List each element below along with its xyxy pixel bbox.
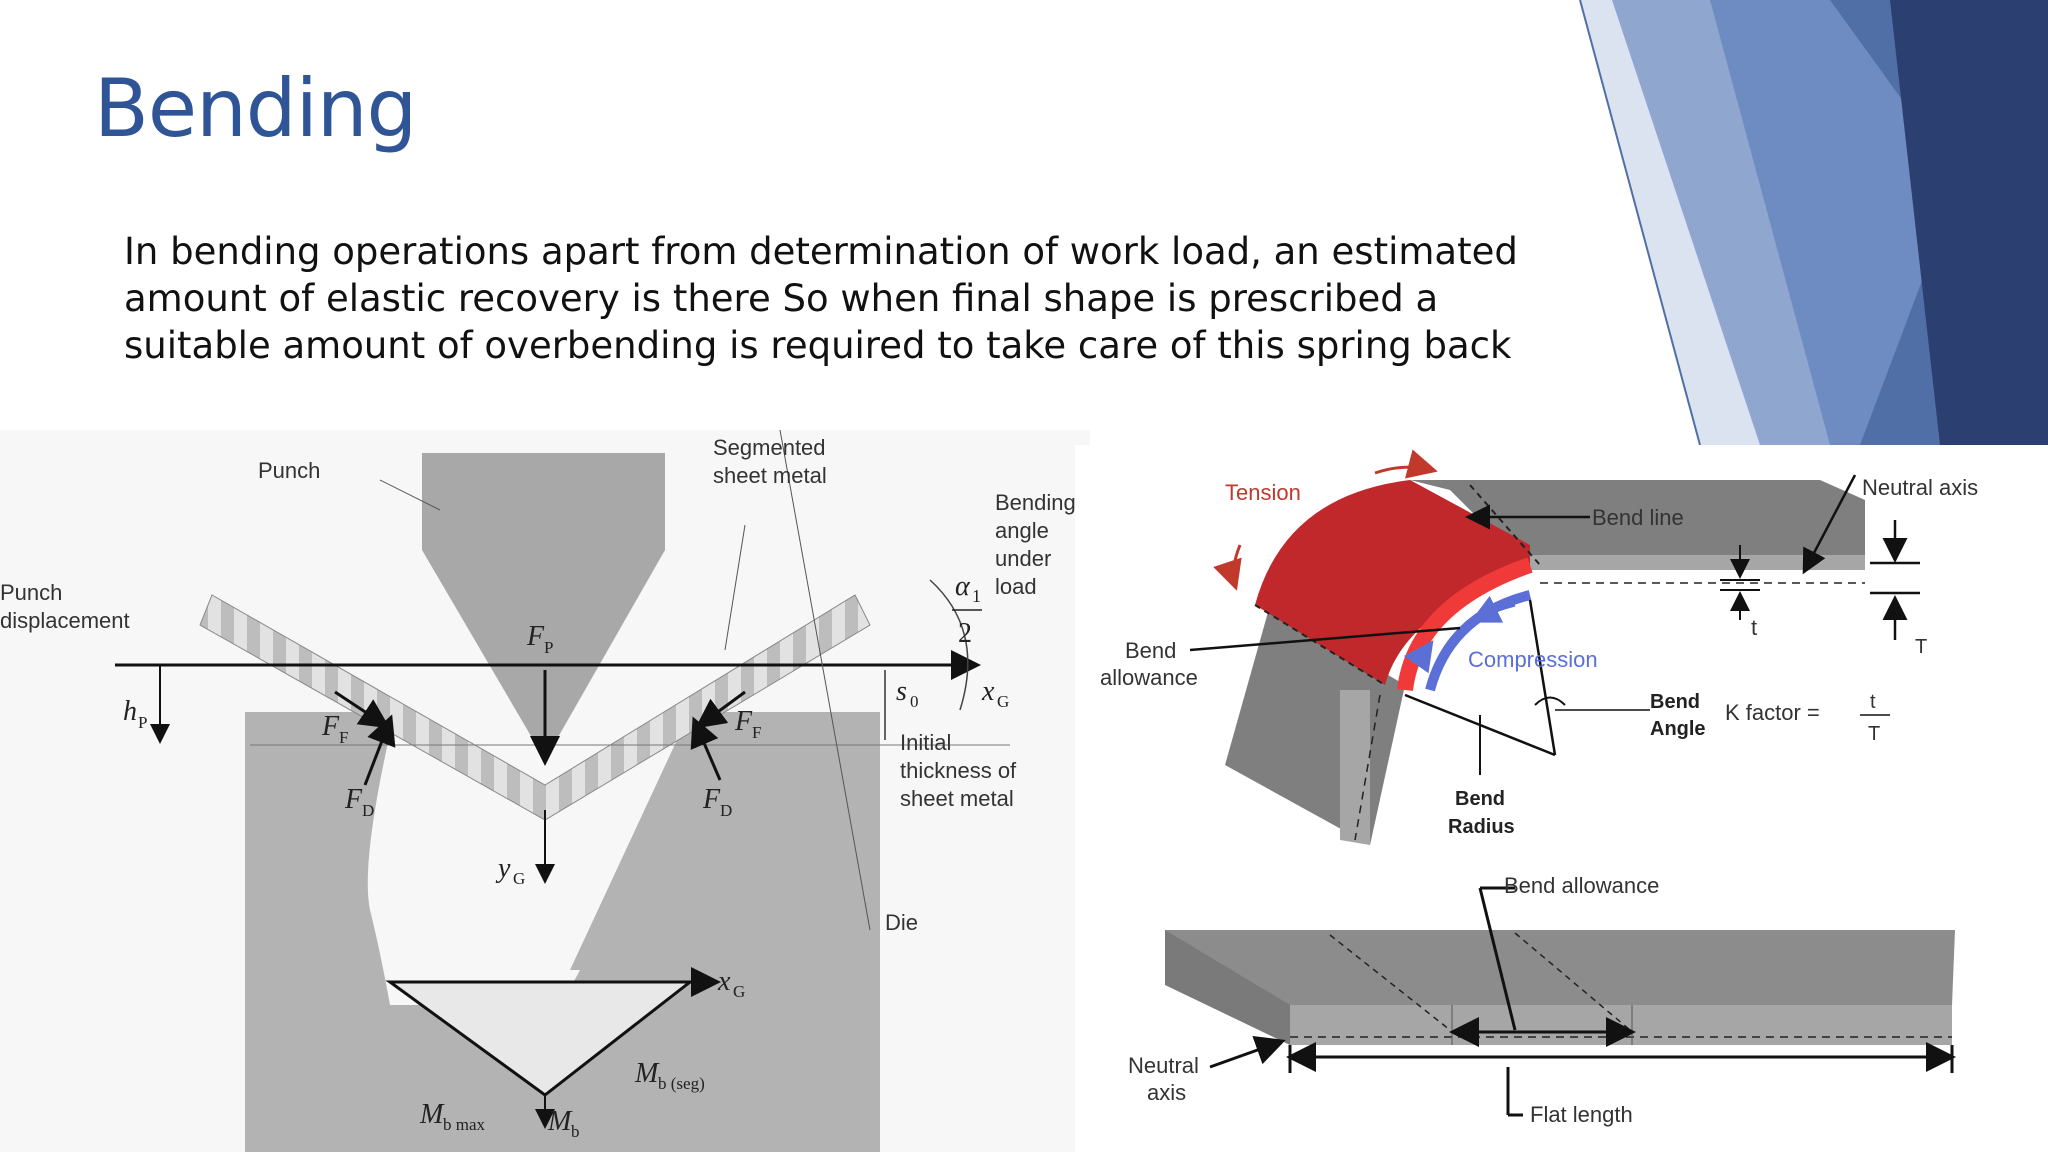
label-hp: h	[123, 696, 137, 727]
label-fd-right-sub: D	[720, 801, 732, 820]
label-bending-angle-1: Bending	[995, 490, 1076, 515]
label-bend-allowance-2: allowance	[1100, 665, 1198, 690]
label-mbseg-sub: b (seg)	[658, 1074, 705, 1093]
label-fd-left: F	[344, 784, 363, 815]
label-s0-sub: 0	[910, 692, 919, 711]
label-alpha-sub: 1	[972, 586, 981, 606]
label-ff-right: F	[734, 706, 753, 737]
label-bend-angle-2: Angle	[1650, 718, 1706, 740]
label-tension: Tension	[1225, 480, 1301, 505]
label-ff-left: F	[321, 711, 340, 742]
label-yg: y	[495, 853, 511, 884]
label-mb-sub: b	[571, 1122, 580, 1141]
bend-allowance-diagram: Tension Bend line Neutral axis t T Bend …	[1075, 445, 2048, 1152]
label-ff-right-sub: F	[752, 723, 761, 742]
label-bend-allowance-1: Bend	[1125, 638, 1176, 663]
label-neutral-2: axis	[1147, 1080, 1186, 1105]
label-fp: F	[526, 621, 545, 652]
label-segmented-1: Segmented	[713, 435, 826, 460]
label-bend-line: Bend line	[1592, 505, 1684, 530]
label-fd-right: F	[702, 784, 721, 815]
label-punch: Punch	[258, 458, 320, 483]
label-bending-angle-2: angle	[995, 518, 1049, 543]
label-xg-bottom-sub: G	[733, 982, 745, 1001]
v-bending-diagram: Punch Segmented sheet metal Bending angl…	[0, 430, 1090, 1152]
label-mbseg: M	[634, 1058, 660, 1089]
label-mbmax-sub: b max	[443, 1115, 486, 1134]
label-t-big: T	[1915, 636, 1927, 658]
label-punch-disp-2: displacement	[0, 608, 130, 633]
label-fd-left-sub: D	[362, 801, 374, 820]
label-compression: Compression	[1468, 647, 1598, 672]
label-k-num: t	[1870, 691, 1876, 713]
label-t-small: t	[1751, 615, 1757, 640]
label-mbmax: M	[419, 1099, 445, 1130]
label-bend-radius-1: Bend	[1455, 788, 1505, 810]
label-yg-sub: G	[513, 869, 525, 888]
label-punch-disp-1: Punch	[0, 580, 62, 605]
label-segmented-2: sheet metal	[713, 463, 827, 488]
label-bend-angle-1: Bend	[1650, 691, 1700, 713]
label-fp-sub: P	[544, 638, 553, 657]
corner-decoration	[1560, 0, 2048, 445]
label-ff-left-sub: F	[339, 728, 348, 747]
slide-title: Bending	[94, 62, 417, 155]
label-bending-angle-3: under	[995, 546, 1051, 571]
label-bending-angle-4: load	[995, 574, 1037, 599]
label-initial-1: Initial	[900, 730, 951, 755]
label-s0: s	[896, 676, 907, 707]
label-two: 2	[958, 618, 972, 649]
label-initial-2: thickness of	[900, 758, 1017, 783]
body-paragraph: In bending operations apart from determi…	[124, 230, 1518, 367]
label-flat-length: Flat length	[1530, 1102, 1633, 1127]
segmented-sheet	[199, 594, 871, 821]
label-alpha: α	[955, 571, 971, 602]
compression-region	[1425, 590, 1532, 692]
punch	[422, 453, 665, 760]
label-xg-bottom: x	[717, 966, 731, 997]
label-bend-allowance: Bend allowance	[1504, 873, 1659, 898]
label-k-factor: K factor =	[1725, 700, 1820, 725]
label-mb: M	[547, 1106, 573, 1137]
tension-region	[1255, 480, 1530, 685]
label-k-den: T	[1868, 723, 1880, 745]
label-xg-top-sub: G	[997, 692, 1009, 711]
label-neutral-1: Neutral	[1128, 1053, 1199, 1078]
label-die: Die	[885, 910, 918, 935]
label-initial-3: sheet metal	[900, 786, 1014, 811]
label-hp-sub: P	[138, 713, 147, 732]
label-bend-radius-2: Radius	[1448, 816, 1515, 838]
label-xg-top: x	[981, 676, 995, 707]
label-neutral-axis-top: Neutral axis	[1862, 475, 1978, 500]
